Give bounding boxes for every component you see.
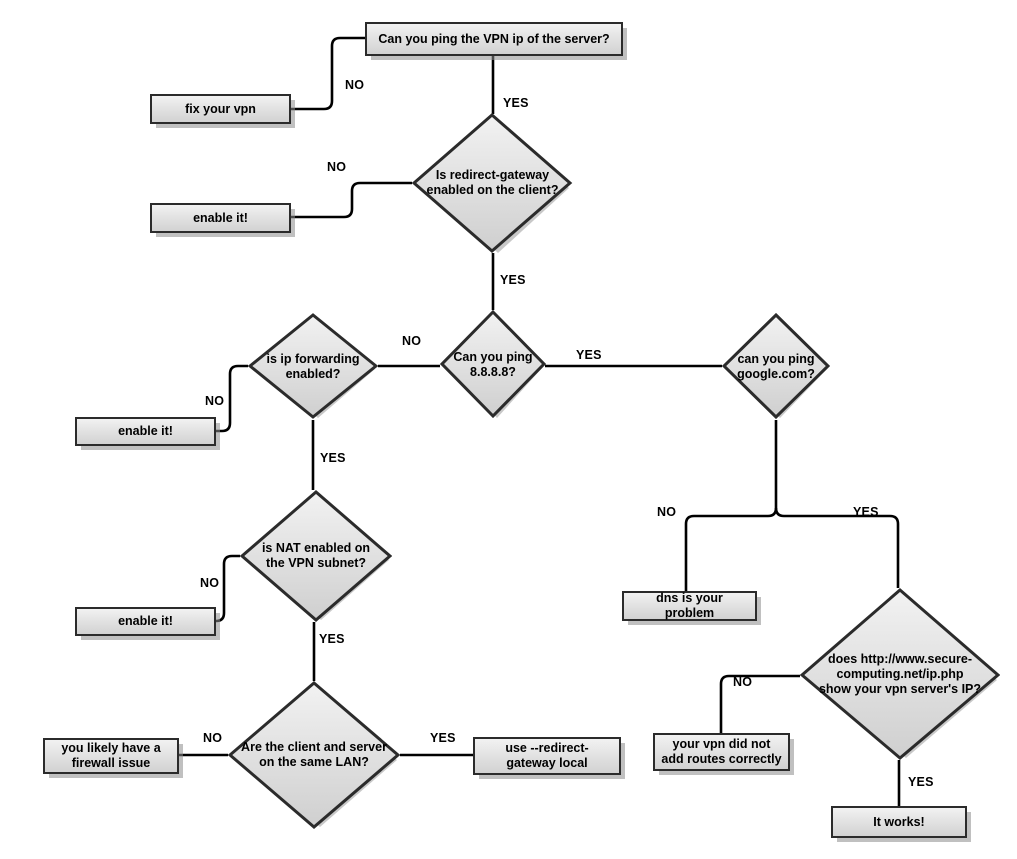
edge-ping-vpn-no	[291, 36, 365, 111]
node-label: dns is your problem	[656, 591, 723, 620]
node-label: enable it!	[118, 614, 173, 629]
edge-label-yes-ip-forwarding: YES	[320, 451, 346, 465]
node-dns-problem[interactable]: dns is your problem	[622, 591, 757, 621]
node-fix-your-vpn[interactable]: fix your vpn	[150, 94, 291, 124]
node-label: fix your vpn	[185, 101, 256, 116]
diamond-shape	[412, 113, 573, 253]
edge-label-no-ip-forwarding: NO	[205, 394, 225, 408]
node-label: your vpn did not add routes correctly	[661, 737, 782, 766]
node-it-works[interactable]: It works!	[831, 806, 967, 838]
node-label: use --redirect-gateway local	[505, 741, 589, 770]
diamond-shape	[228, 681, 400, 829]
edge-google-yes	[774, 507, 900, 588]
edge-nat-no	[215, 554, 240, 623]
diamond-shape	[440, 310, 546, 419]
node-label: enable it!	[193, 210, 248, 225]
edge-label-no-nat: NO	[200, 576, 220, 590]
edge-label-no-ping-8888: NO	[402, 334, 422, 348]
node-firewall-issue[interactable]: you likely have a firewall issue	[43, 738, 179, 774]
node-secure-computing[interactable]: does http://www.secure- computing.net/ip…	[800, 588, 1000, 760]
node-label: enable it!	[118, 424, 173, 439]
node-label: you likely have a firewall issue	[61, 741, 161, 770]
edge-label-yes-google: YES	[853, 505, 879, 519]
node-same-lan[interactable]: Are the client and server on the same LA…	[228, 681, 400, 829]
edge-label-no-ping-vpn: NO	[345, 78, 365, 92]
node-no-routes[interactable]: your vpn did not add routes correctly	[653, 733, 790, 771]
edge-label-no-redirect: NO	[327, 160, 347, 174]
node-enable-it-redirect-gateway[interactable]: enable it!	[150, 203, 291, 233]
node-ip-forwarding[interactable]: is ip forwarding enabled?	[248, 313, 378, 420]
node-ping-8888[interactable]: Can you ping 8.8.8.8?	[440, 310, 546, 420]
node-nat-enabled[interactable]: is NAT enabled on the VPN subnet?	[240, 490, 392, 622]
edge-redirect-no	[291, 181, 412, 219]
diamond-shape	[722, 313, 830, 420]
edge-label-yes-nat: YES	[319, 632, 345, 646]
diamond-shape	[800, 588, 1000, 760]
edge-label-yes-same-lan: YES	[430, 731, 456, 745]
edge-label-no-same-lan: NO	[203, 731, 223, 745]
node-ping-vpn-ip[interactable]: Can you ping the VPN ip of the server?	[365, 22, 623, 56]
node-label: It works!	[873, 814, 925, 829]
edge-label-no-secure: NO	[733, 675, 753, 689]
edge-label-yes-redirect: YES	[500, 273, 526, 287]
node-enable-it-ip-forwarding[interactable]: enable it!	[75, 417, 216, 446]
diamond-shape	[240, 490, 392, 622]
node-redirect-gateway[interactable]: Is redirect-gateway enabled on the clien…	[412, 113, 573, 253]
node-enable-it-nat[interactable]: enable it!	[75, 607, 216, 636]
edge-label-yes-secure: YES	[908, 775, 934, 789]
diamond-shape	[248, 313, 378, 419]
edge-label-yes-ping-8888: YES	[576, 348, 602, 362]
node-label: Can you ping the VPN ip of the server?	[378, 31, 610, 46]
node-redirect-gateway-local[interactable]: use --redirect-gateway local	[473, 737, 621, 775]
edge-label-no-google: NO	[657, 505, 677, 519]
node-ping-google[interactable]: can you ping google.com?	[722, 313, 830, 420]
edge-label-yes-ping-vpn: YES	[503, 96, 529, 110]
edge-google-no	[684, 507, 778, 591]
